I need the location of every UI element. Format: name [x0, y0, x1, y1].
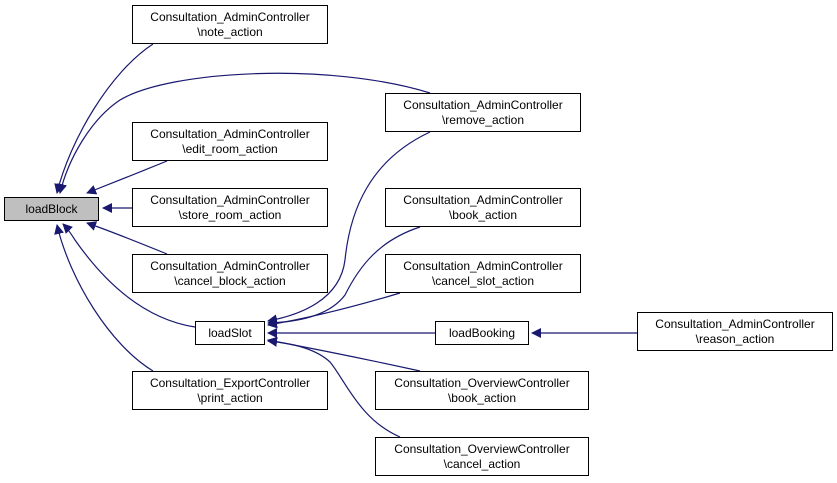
node-label: Consultation_AdminController — [403, 192, 563, 207]
node-label: Consultation_AdminController — [150, 192, 310, 207]
node-label: loadBooking — [448, 325, 516, 340]
node-label: loadBlock — [25, 201, 78, 216]
node-loadslot[interactable]: loadSlot — [195, 321, 265, 345]
node-label: \store_room_action — [178, 207, 282, 222]
node-label: \cancel_action — [443, 456, 521, 471]
node-reason-action[interactable]: Consultation_AdminController \reason_act… — [637, 312, 833, 351]
edge-loadslot-to-loadblock — [62, 223, 196, 328]
node-label: \reason_action — [695, 331, 775, 346]
node-label: Consultation_AdminController — [655, 316, 815, 331]
edge-edit-room-action-to-loadblock — [86, 160, 168, 195]
node-label: Consultation_AdminController — [403, 258, 563, 273]
node-cancel-slot-action[interactable]: Consultation_AdminController \cancel_slo… — [385, 254, 581, 293]
edge-cancel-slot-action-to-loadslot — [267, 292, 401, 329]
node-label: \remove_action — [441, 112, 525, 127]
node-edit-room-action[interactable]: Consultation_AdminController \edit_room_… — [132, 122, 328, 161]
node-label: Consultation_AdminController — [150, 258, 310, 273]
node-label: \print_action — [197, 390, 263, 405]
node-label: Consultation_ExportController — [149, 375, 311, 390]
node-label: Consultation_AdminController — [150, 9, 310, 24]
edge-remove-action-to-loadslot — [267, 131, 431, 325]
node-label: Consultation_OverviewController — [394, 375, 570, 390]
node-label: \book_action — [448, 207, 518, 222]
node-label: Consultation_AdminController — [403, 97, 563, 112]
edge-note-action-to-loadblock — [54, 43, 154, 194]
node-overview-cancel-action[interactable]: Consultation_OverviewController \cancel_… — [375, 437, 589, 476]
node-admin-book-action[interactable]: Consultation_AdminController \book_actio… — [385, 188, 581, 227]
node-label: Consultation_AdminController — [150, 126, 310, 141]
node-label: \cancel_block_action — [174, 273, 286, 288]
node-loadbooking[interactable]: loadBooking — [435, 321, 529, 345]
node-label: \note_action — [197, 24, 263, 39]
node-label: \cancel_slot_action — [431, 273, 535, 288]
edge-remove-action-to-loadblock — [57, 72, 431, 194]
node-print-action[interactable]: Consultation_ExportController \print_act… — [132, 371, 328, 410]
node-remove-action[interactable]: Consultation_AdminController \remove_act… — [385, 93, 581, 132]
node-label: loadSlot — [208, 325, 252, 340]
node-label: \book_action — [447, 390, 517, 405]
node-store-room-action[interactable]: Consultation_AdminController \store_room… — [132, 188, 328, 227]
edge-overview-cancel-action-to-loadslot — [267, 336, 401, 438]
node-label: Consultation_OverviewController — [394, 441, 570, 456]
node-label: \edit_room_action — [182, 141, 278, 156]
edge-print-action-to-loadblock — [54, 224, 154, 372]
node-loadblock: loadBlock — [4, 197, 99, 221]
node-note-action[interactable]: Consultation_AdminController \note_actio… — [132, 5, 328, 44]
node-cancel-block-action[interactable]: Consultation_AdminController \cancel_blo… — [132, 254, 328, 293]
node-overview-book-action[interactable]: Consultation_OverviewController \book_ac… — [375, 371, 589, 410]
edge-cancel-block-action-to-loadblock — [86, 221, 168, 255]
